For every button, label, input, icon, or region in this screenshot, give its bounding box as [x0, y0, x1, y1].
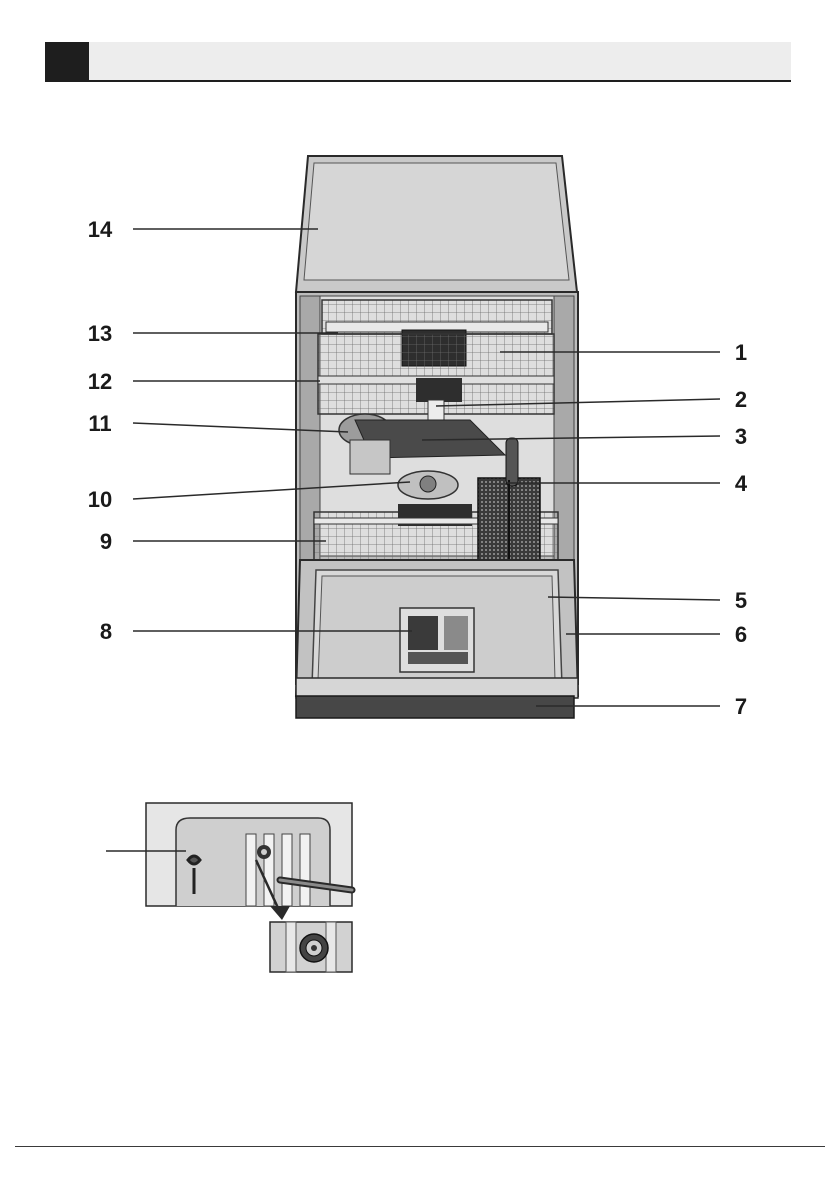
callout-7: 7 [735, 694, 747, 719]
callout-14: 14 [88, 217, 113, 242]
callout-8: 8 [100, 619, 112, 644]
inset-detail [106, 803, 352, 972]
callout-13: 13 [88, 321, 112, 346]
callout-3: 3 [735, 424, 747, 449]
callout-11: 11 [88, 411, 111, 436]
callout-4: 4 [735, 471, 748, 496]
callout-6: 6 [735, 622, 747, 647]
callout-2: 2 [735, 387, 747, 412]
footer-rule [15, 1146, 825, 1147]
callout-12: 12 [88, 369, 112, 394]
callout-1: 1 [735, 340, 747, 365]
callout-9: 9 [100, 529, 112, 554]
callout-5: 5 [735, 588, 747, 613]
worktop [296, 156, 577, 292]
detergent-dispenser [400, 608, 474, 672]
callout-10: 10 [88, 487, 112, 512]
control-panel-strip [296, 678, 578, 718]
